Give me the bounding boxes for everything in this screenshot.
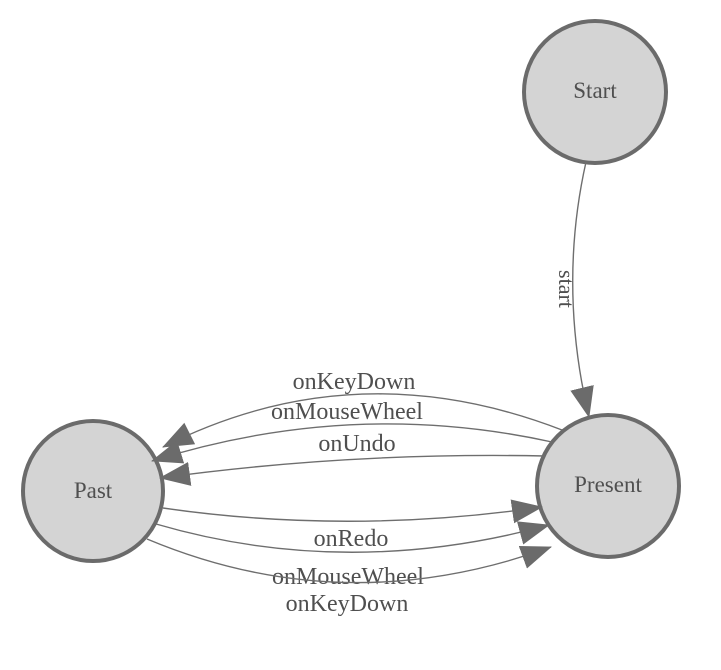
node-present[interactable]: Present	[535, 413, 681, 559]
edge-label-onkeydown-bottom: onKeyDown	[286, 591, 409, 617]
edge-start-to-present[interactable]	[570, 161, 594, 418]
edges-layer: start onKeyDown onMouseWheel onUndo onRe…	[146, 161, 594, 617]
edge-label-onkeydown-top: onKeyDown	[293, 369, 416, 395]
node-start-circle[interactable]	[522, 19, 668, 165]
edge-past-to-present-onkeydown[interactable]	[146, 538, 552, 584]
edge-past-to-present-onredo[interactable]	[162, 499, 543, 524]
edge-label-onmousewheel-top: onMouseWheel	[271, 399, 423, 425]
node-past[interactable]: Past	[21, 419, 165, 563]
node-start[interactable]: Start	[522, 19, 668, 165]
edge-present-to-past-onmousewheel[interactable]	[151, 423, 553, 464]
edge-label-onmousewheel-bottom: onMouseWheel	[272, 564, 424, 590]
edge-label-onundo: onUndo	[318, 431, 395, 457]
node-present-circle[interactable]	[535, 413, 681, 559]
edge-past-to-present-onmousewheel[interactable]	[155, 521, 550, 553]
node-start-label: Start	[573, 78, 617, 103]
node-past-label: Past	[74, 478, 113, 503]
node-present-label: Present	[574, 472, 642, 497]
node-past-circle[interactable]	[21, 419, 165, 563]
edge-label-start: start	[554, 270, 579, 308]
edge-label-onredo: onRedo	[314, 526, 389, 552]
edge-present-to-past-onkeydown[interactable]	[162, 393, 563, 448]
edge-present-to-past-onundo[interactable]	[159, 454, 546, 486]
